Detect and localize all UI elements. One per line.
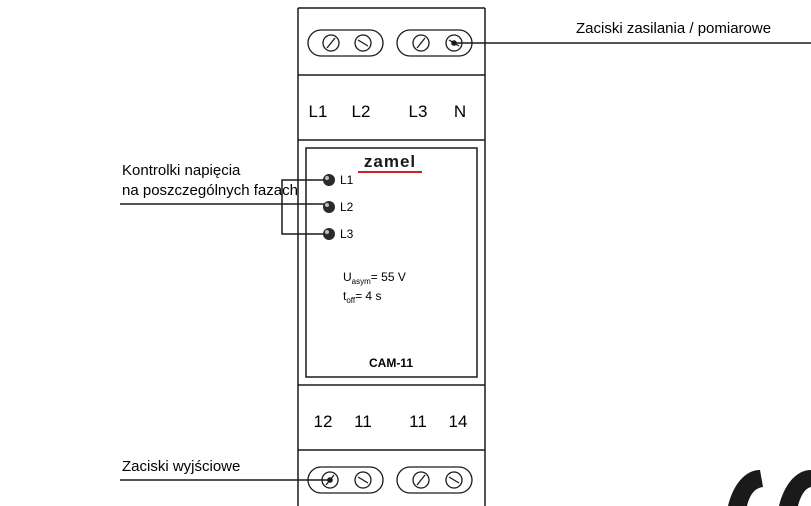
top-terminal-block xyxy=(307,29,473,57)
bottom-terminal-label: 11 xyxy=(409,412,427,431)
bottom-terminal-label: 12 xyxy=(314,412,333,431)
bottom-terminal-label: 14 xyxy=(449,412,468,431)
top-terminal-label: L1 xyxy=(309,102,328,121)
param-t-off: toff= 4 s xyxy=(343,289,381,305)
power-terminals-callout: Zaciski zasilania / pomiarowe xyxy=(576,20,771,37)
voltage-indicators-callout-line1: Kontrolki napięcia xyxy=(122,162,241,179)
logo-text: zamel xyxy=(364,152,416,171)
led-label: L2 xyxy=(340,200,354,214)
top-terminal-label: L3 xyxy=(409,102,428,121)
led-label: L3 xyxy=(340,227,354,241)
ce-mark-icon xyxy=(728,470,811,506)
led-indicator xyxy=(323,201,335,213)
bottom-terminal-label: 11 xyxy=(354,412,372,431)
screw-icon xyxy=(322,34,340,52)
led-indicator xyxy=(323,174,335,186)
top-terminal-label: N xyxy=(454,102,466,121)
led-callout-bracket xyxy=(120,179,329,235)
top-terminal-label: L2 xyxy=(352,102,371,121)
screw-icon xyxy=(354,471,372,489)
bottom-terminal-block xyxy=(307,466,473,494)
led-indicator xyxy=(323,228,335,240)
screw-icon xyxy=(445,471,463,489)
module-body xyxy=(297,7,486,506)
screw-icon xyxy=(354,34,372,52)
screw-icon xyxy=(412,471,430,489)
output-terminals-callout: Zaciski wyjściowe xyxy=(122,458,240,475)
model-label: CAM-11 xyxy=(369,356,413,370)
brand-logo: zamel xyxy=(358,152,422,173)
param-u-asym: Uasym= 55 V xyxy=(343,270,406,286)
screw-icon xyxy=(412,34,430,52)
led-label: L1 xyxy=(340,173,354,187)
voltage-indicators-callout-line2: na poszczególnych fazach xyxy=(122,182,298,199)
